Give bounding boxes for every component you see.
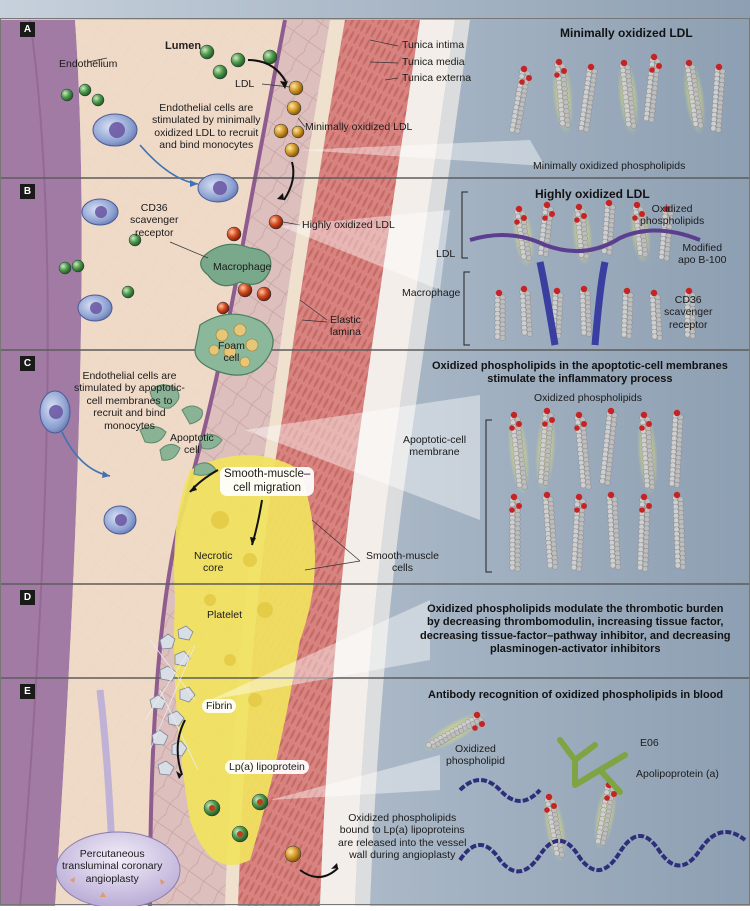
phospholipid-molecule <box>621 287 634 339</box>
phospholipid-molecule <box>599 407 618 486</box>
panel-e-badge: E <box>20 684 35 699</box>
tunica-media-label: Tunica media <box>402 56 465 68</box>
phospholipid-molecule <box>649 289 663 341</box>
ldl-particles <box>58 44 305 863</box>
panel-b-title: Highly oxidized LDL <box>535 187 650 201</box>
foam-cell <box>194 313 274 376</box>
lpa-label: Lp(a) lipoprotein <box>225 760 309 775</box>
minimally-oxidized-ldl-label: Minimally oxidized LDL <box>305 121 413 133</box>
tunica-intima-label: Tunica intima <box>402 39 465 51</box>
phospholipid-molecule <box>535 406 556 492</box>
highly-oxidized-ldl-label: Highly oxidized LDL <box>302 219 395 231</box>
panel-b-badge: B <box>20 184 35 199</box>
panel-d-text: Oxidized phospholipids modulate the thro… <box>420 603 731 656</box>
macrophage-cell <box>200 243 272 287</box>
panel-d-badge: D <box>20 590 35 605</box>
lumen-label: Lumen <box>165 40 202 52</box>
e06-antibody <box>557 737 628 795</box>
phospholipid-molecule <box>643 53 662 123</box>
molecular-panels <box>423 53 747 874</box>
phospholipid-molecule <box>509 493 522 572</box>
phospholipid-molecule <box>637 410 658 496</box>
phospholipid-molecule <box>570 493 587 572</box>
phospholipid-molecule <box>423 711 486 752</box>
phospholipid-molecule <box>684 287 696 339</box>
cd36-receptor <box>591 261 609 346</box>
panel-e-title: Antibody recognition of oxidized phospho… <box>428 689 724 701</box>
phospholipid-molecule <box>519 285 533 337</box>
endothelium-label: Endothelium <box>59 58 118 70</box>
smc-migration-label: Smooth-muscle–cell migration <box>220 467 315 497</box>
ldl-label: LDL <box>235 78 255 90</box>
phospholipid-molecule <box>606 491 622 570</box>
phospholipid-molecule <box>710 63 726 133</box>
e06-label: E06 <box>640 737 659 749</box>
apolipoprotein-a-chain <box>458 778 542 803</box>
cd36-receptor <box>536 261 559 346</box>
apolipoprotein-a-chain <box>458 830 747 874</box>
fibrin-label: Fibrin <box>202 699 237 714</box>
apolipoprotein-a-label: Apolipoprotein (a) <box>636 768 719 780</box>
phospholipid-molecule <box>617 58 639 136</box>
ldl-right-label: LDL <box>436 248 456 260</box>
phospholipid-molecule <box>579 285 592 337</box>
macrophage-label: Macrophage <box>213 261 272 273</box>
apo-b100-ribbon <box>469 228 701 254</box>
panel-a-title: Minimally oxidized LDL <box>560 26 693 40</box>
phospholipid-molecule <box>509 65 532 135</box>
phospholipid-molecule <box>578 63 598 133</box>
thrombus <box>144 625 199 776</box>
tunica-externa-label: Tunica externa <box>402 72 472 84</box>
phospholipid-molecule <box>683 58 706 136</box>
phospholipid-molecule <box>537 201 555 258</box>
phospholipid-molecule <box>672 491 686 570</box>
phospholipid-molecule <box>507 410 530 496</box>
panel-c-badge: C <box>20 356 35 371</box>
min-ox-phospholipids-label: Minimally oxidized phospholipids <box>533 160 686 172</box>
macrophage-right-label: Macrophage <box>402 287 461 299</box>
phospholipid-molecule <box>668 409 684 488</box>
phospholipid-molecule <box>494 289 506 341</box>
platelet-label: Platelet <box>207 609 243 621</box>
phospholipid-molecule <box>574 411 592 490</box>
phospholipid-molecule <box>637 493 652 572</box>
panel-a-badge: A <box>20 22 35 37</box>
oxidized-phospholipids-c-label: Oxidized phospholipids <box>534 392 642 404</box>
panel-c-title: Oxidized phospholipids in the apoptotic-… <box>432 360 728 386</box>
phospholipid-molecule <box>542 491 559 570</box>
phospholipid-molecule <box>552 57 574 135</box>
